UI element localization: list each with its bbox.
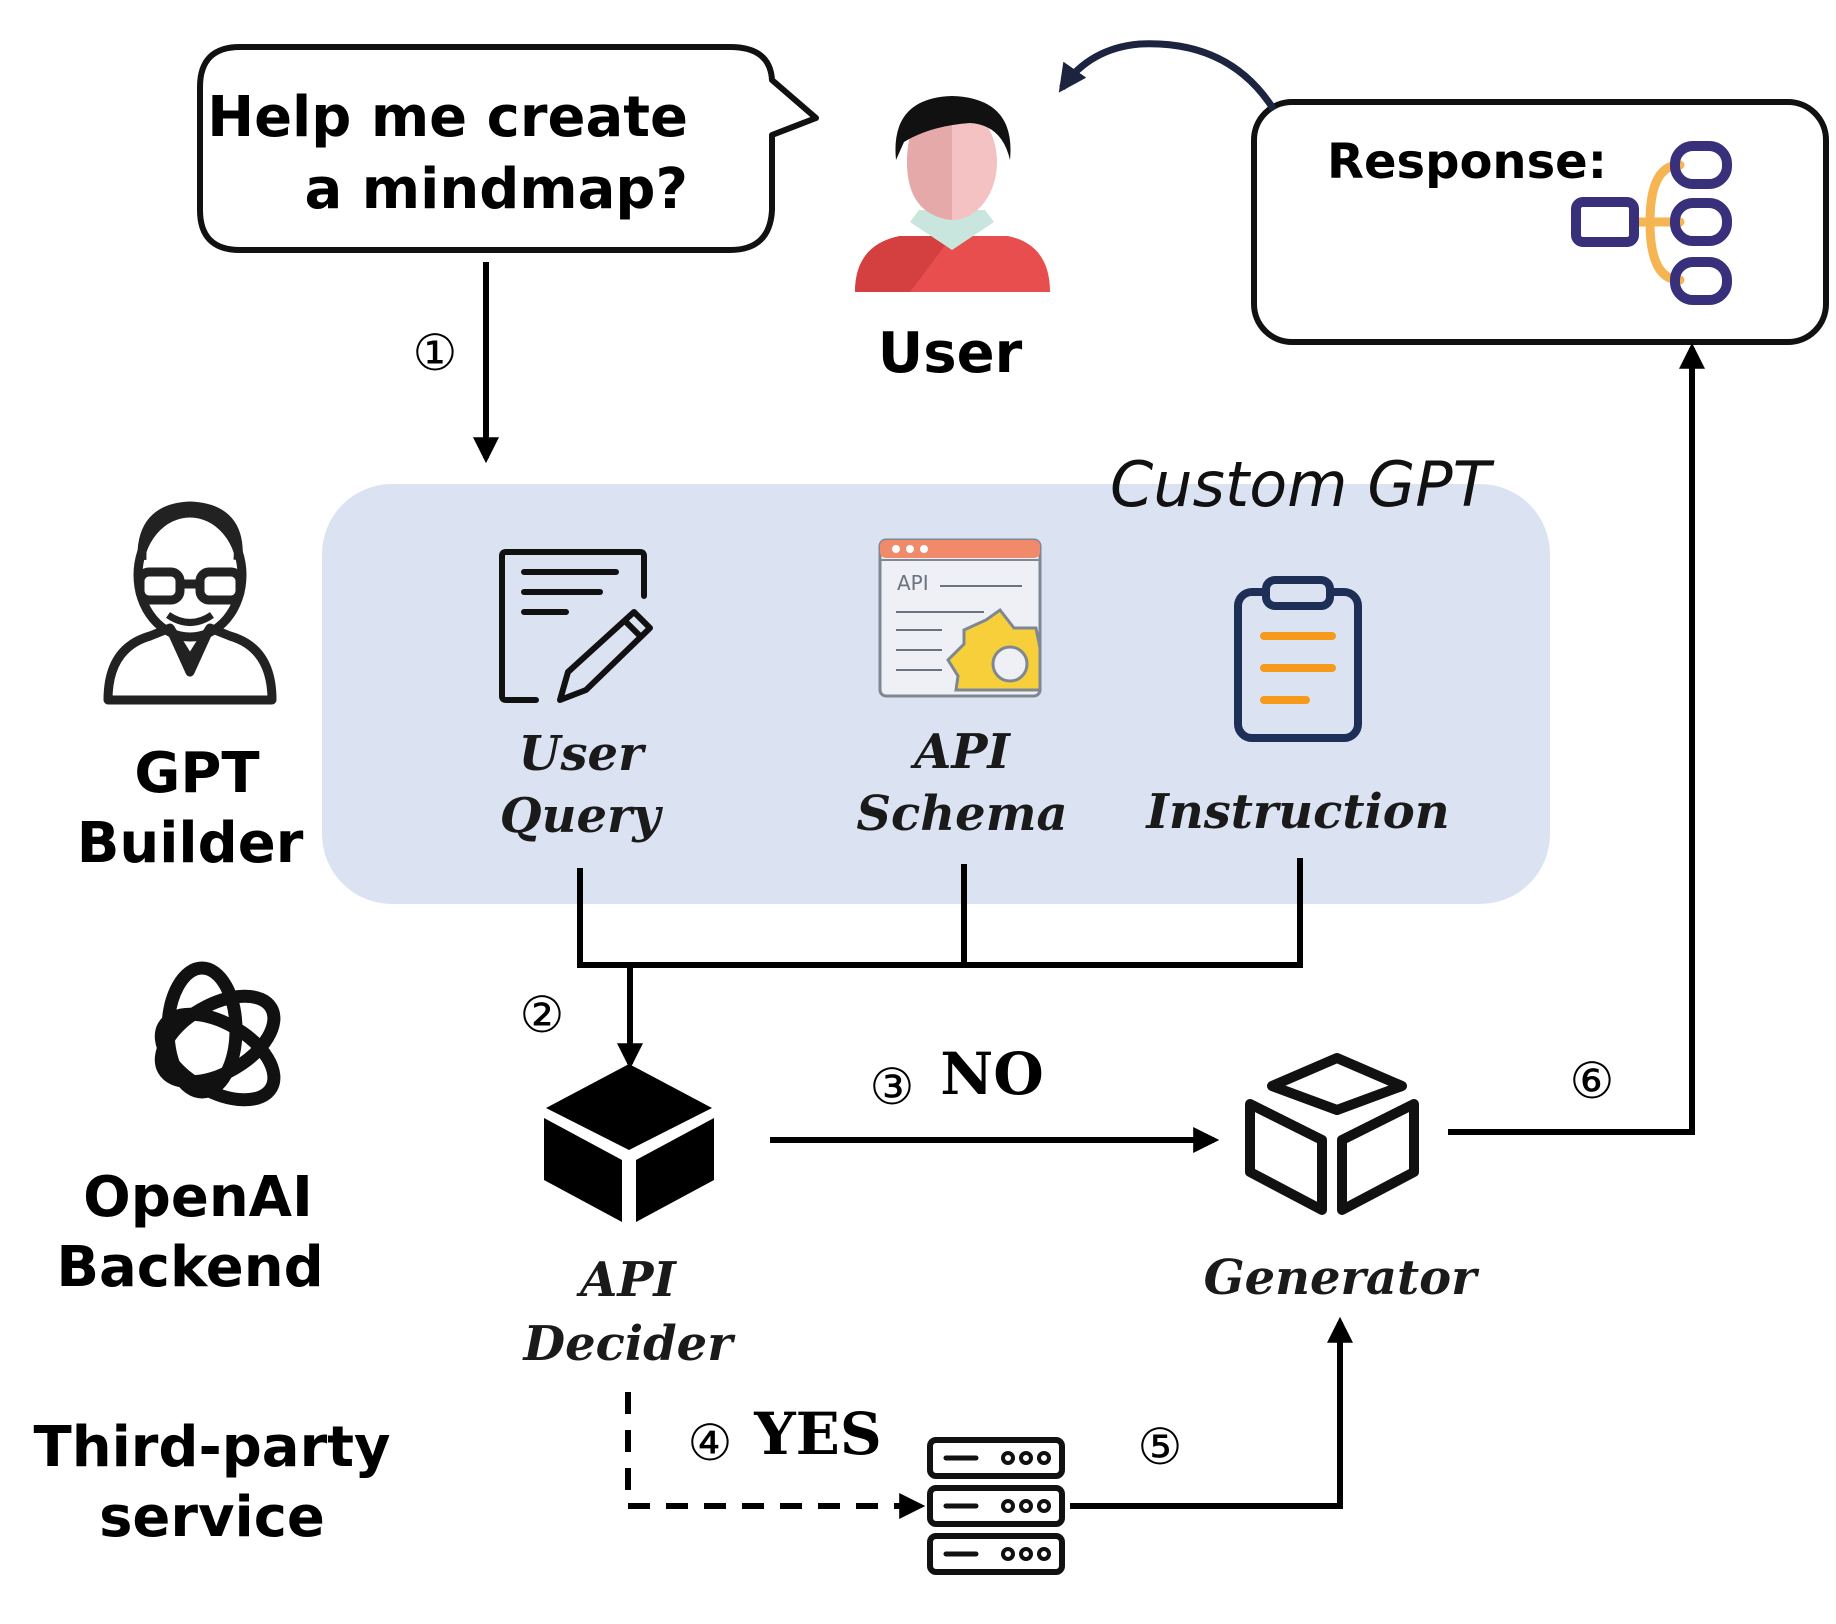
step-3-marker: ③ — [870, 1058, 915, 1116]
role-gpt-builder-line-1: GPT — [134, 741, 259, 806]
api-decider-label-line-2: Decider — [521, 1316, 736, 1372]
user-avatar-icon — [855, 96, 1050, 292]
clipboard-icon — [1234, 576, 1362, 742]
developer-icon — [103, 501, 277, 705]
response-to-user-arrow — [1058, 40, 1277, 112]
yes-label: YES — [753, 1400, 882, 1468]
user-query-label-line-1: User — [519, 726, 647, 782]
step-2-marker: ② — [520, 986, 565, 1044]
step-4-arrow — [625, 1392, 926, 1519]
api-icon-text: API — [897, 571, 929, 595]
api-schema-label-line-1: API — [910, 724, 1011, 780]
role-gpt-builder-line-2: Builder — [77, 811, 304, 876]
speech-bubble — [197, 44, 819, 253]
role-openai-backend-line-2: Backend — [56, 1235, 323, 1300]
generator-cube-icon — [1245, 1053, 1419, 1215]
document-edit-icon — [499, 549, 653, 703]
user-query-label-line-2: Query — [500, 788, 664, 844]
response-label: Response: — [1327, 134, 1607, 190]
generator-label: Generator — [1204, 1250, 1481, 1306]
no-label: NO — [940, 1040, 1044, 1108]
speech-bubble-line-1: Help me create — [207, 85, 688, 150]
step-1-marker: ① — [413, 324, 458, 382]
api-schema-label-line-2: Schema — [856, 786, 1067, 842]
user-label: User — [878, 321, 1023, 386]
step-6-marker: ⑥ — [1570, 1052, 1615, 1110]
speech-bubble-line-2: a mindmap? — [305, 157, 689, 222]
openai-logo-icon — [154, 961, 281, 1107]
role-third-party-line-1: Third-party — [34, 1415, 391, 1480]
api-decider-label-line-1: API — [576, 1252, 677, 1308]
step-4-marker: ④ — [688, 1414, 733, 1472]
mindmap-icon — [1571, 141, 1732, 305]
instruction-label: Instruction — [1144, 784, 1449, 840]
api-decider-cube-icon — [544, 1064, 714, 1222]
step-6-arrow — [1448, 342, 1705, 1135]
step-5-marker: ⑤ — [1138, 1418, 1183, 1476]
custom-gpt-title: Custom GPT — [1110, 448, 1495, 521]
role-openai-backend-line-1: OpenAI — [83, 1165, 313, 1230]
server-stack-icon — [927, 1437, 1065, 1575]
role-third-party-line-2: service — [99, 1485, 325, 1550]
merge-connector — [577, 858, 1303, 968]
api-settings-icon: API — [878, 538, 1042, 698]
step-5-arrow — [1070, 1316, 1353, 1509]
